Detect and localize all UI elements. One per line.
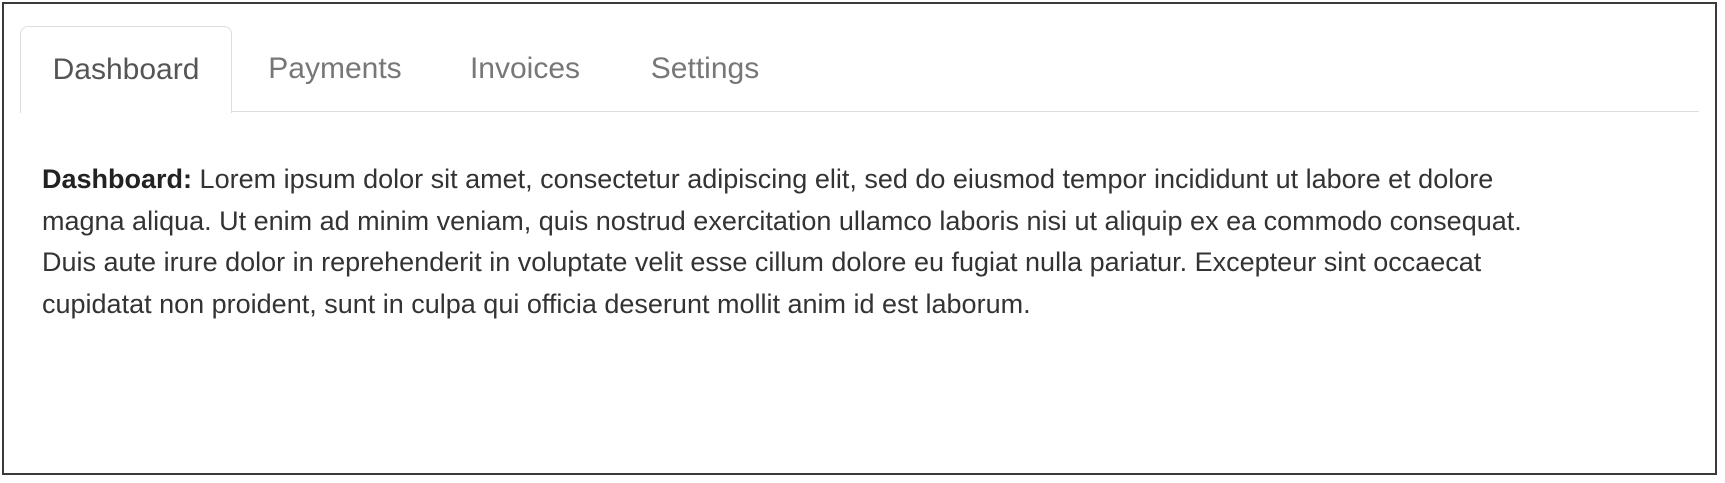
tab-invoices-label: Invoices: [469, 52, 581, 85]
tab-divider: [20, 111, 1699, 112]
tab-panel-dashboard: Dashboard: Lorem ipsum dolor sit amet, c…: [42, 159, 1542, 325]
tab-dashboard-label: Dashboard: [52, 53, 200, 86]
tab-list: Dashboard Payments Invoices Settings: [20, 4, 1699, 113]
panel-body-text: Lorem ipsum dolor sit amet, consectetur …: [42, 164, 1522, 319]
tab-dashboard[interactable]: Dashboard: [20, 26, 232, 113]
tab-settings[interactable]: Settings: [630, 26, 780, 112]
tab-invoices[interactable]: Invoices: [450, 26, 600, 112]
tab-payments-label: Payments: [268, 52, 402, 85]
tab-container: Dashboard Payments Invoices Settings Das…: [2, 2, 1717, 475]
tab-payments[interactable]: Payments: [250, 26, 420, 112]
tab-settings-label: Settings: [650, 52, 760, 85]
panel-heading: Dashboard:: [42, 164, 193, 194]
